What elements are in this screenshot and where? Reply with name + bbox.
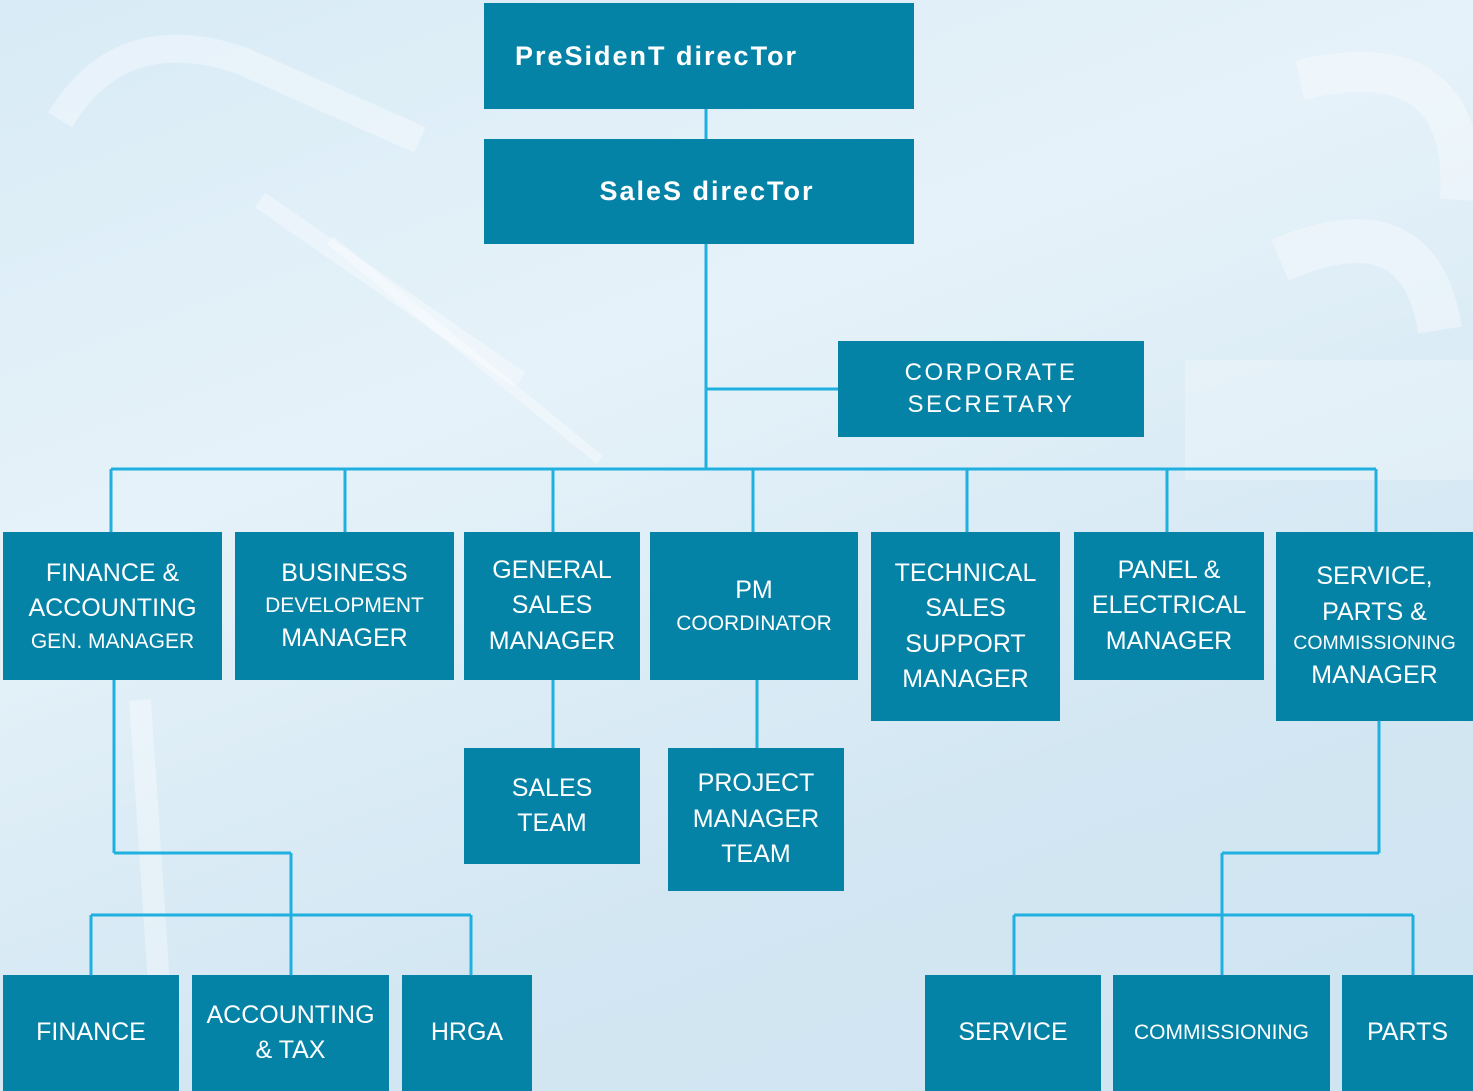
finance-box: FINANCE: [3, 975, 179, 1091]
technical-sales-support-manager-box: TECHNICAL SALES SUPPORT MANAGER: [871, 532, 1060, 721]
business-manager-line-3: MANAGER: [281, 623, 408, 652]
corporate-secretary-line-2: SECRETARY: [907, 391, 1075, 418]
general-sales-line-2: SALES: [511, 591, 593, 620]
accounting-tax-box: ACCOUNTING & TAX: [192, 975, 389, 1091]
service-parts-commissioning-manager-box: SERVICE, PARTS & COMMISSIONING MANAGER: [1276, 532, 1473, 721]
sales-team-box: SALES TEAM: [464, 748, 640, 864]
service-manager-line-3: COMMISSIONING: [1293, 632, 1456, 655]
panel-line-1: PANEL &: [1117, 555, 1221, 584]
service-manager-line-2: PARTS &: [1322, 597, 1427, 626]
technical-line-4: MANAGER: [902, 665, 1029, 693]
service-manager-line-1: SERVICE,: [1316, 562, 1433, 591]
finance-manager-line-3: GEN. MANAGER: [30, 629, 195, 653]
business-development-manager-box: BUSINESS DEVELOPMENT MANAGER: [235, 532, 454, 680]
panel-electrical-manager-box: PANEL & ELECTRICAL MANAGER: [1074, 532, 1264, 680]
finance-label: FINANCE: [36, 1018, 146, 1047]
project-manager-team-box: PROJECT MANAGER TEAM: [668, 748, 844, 891]
pm-coordinator-box: PM COORDINATOR: [650, 532, 858, 680]
sales-director-box: SaleS direcTor: [484, 139, 914, 244]
business-manager-line-2: DEVELOPMENT: [265, 594, 424, 618]
technical-line-3: SUPPORT: [905, 629, 1026, 658]
sales-team-line-2: TEAM: [517, 809, 587, 837]
technical-line-2: SALES: [925, 594, 1006, 622]
finance-manager-line-2: ACCOUNTING: [28, 594, 197, 623]
project-team-line-2: MANAGER: [692, 804, 820, 833]
corporate-secretary-line-1: CORPORATE: [904, 359, 1078, 387]
general-sales-line-3: MANAGER: [488, 626, 616, 655]
sales-director-label: SaleS direcTor: [599, 176, 815, 207]
project-team-line-3: TEAM: [721, 840, 791, 869]
service-box: SERVICE: [925, 975, 1101, 1091]
service-manager-line-4: MANAGER: [1311, 661, 1438, 690]
parts-label: PARTS: [1366, 1018, 1449, 1047]
general-sales-line-1: GENERAL: [492, 555, 612, 584]
commissioning-box: COMMISSIONING: [1113, 975, 1330, 1091]
panel-line-3: MANAGER: [1105, 626, 1233, 655]
parts-box: PARTS: [1342, 975, 1473, 1091]
finance-manager-line-1: FINANCE &: [45, 558, 180, 587]
panel-line-2: ELECTRICAL: [1091, 591, 1247, 620]
pm-coordinator-line-2: COORDINATOR: [676, 611, 832, 635]
president-director-label: PreSidenT direcTor: [515, 40, 799, 71]
technical-line-1: TECHNICAL: [894, 558, 1037, 587]
hrga-label: HRGA: [430, 1018, 504, 1047]
president-director-box: PreSidenT direcTor: [484, 3, 914, 109]
commissioning-label: COMMISSIONING: [1133, 1021, 1309, 1045]
accounting-line-1: ACCOUNTING: [206, 1000, 375, 1029]
general-sales-manager-box: GENERAL SALES MANAGER: [464, 532, 640, 680]
business-manager-line-1: BUSINESS: [281, 558, 408, 587]
pm-coordinator-line-1: PM: [735, 576, 773, 605]
sales-team-line-1: SALES: [511, 773, 593, 802]
accounting-line-2: & TAX: [255, 1036, 326, 1064]
finance-accounting-manager-box: FINANCE & ACCOUNTING GEN. MANAGER: [3, 532, 222, 680]
service-label: SERVICE: [958, 1018, 1068, 1047]
project-team-line-1: PROJECT: [697, 769, 815, 798]
hrga-box: HRGA: [402, 975, 532, 1091]
corporate-secretary-box: CORPORATE SECRETARY: [838, 341, 1144, 437]
